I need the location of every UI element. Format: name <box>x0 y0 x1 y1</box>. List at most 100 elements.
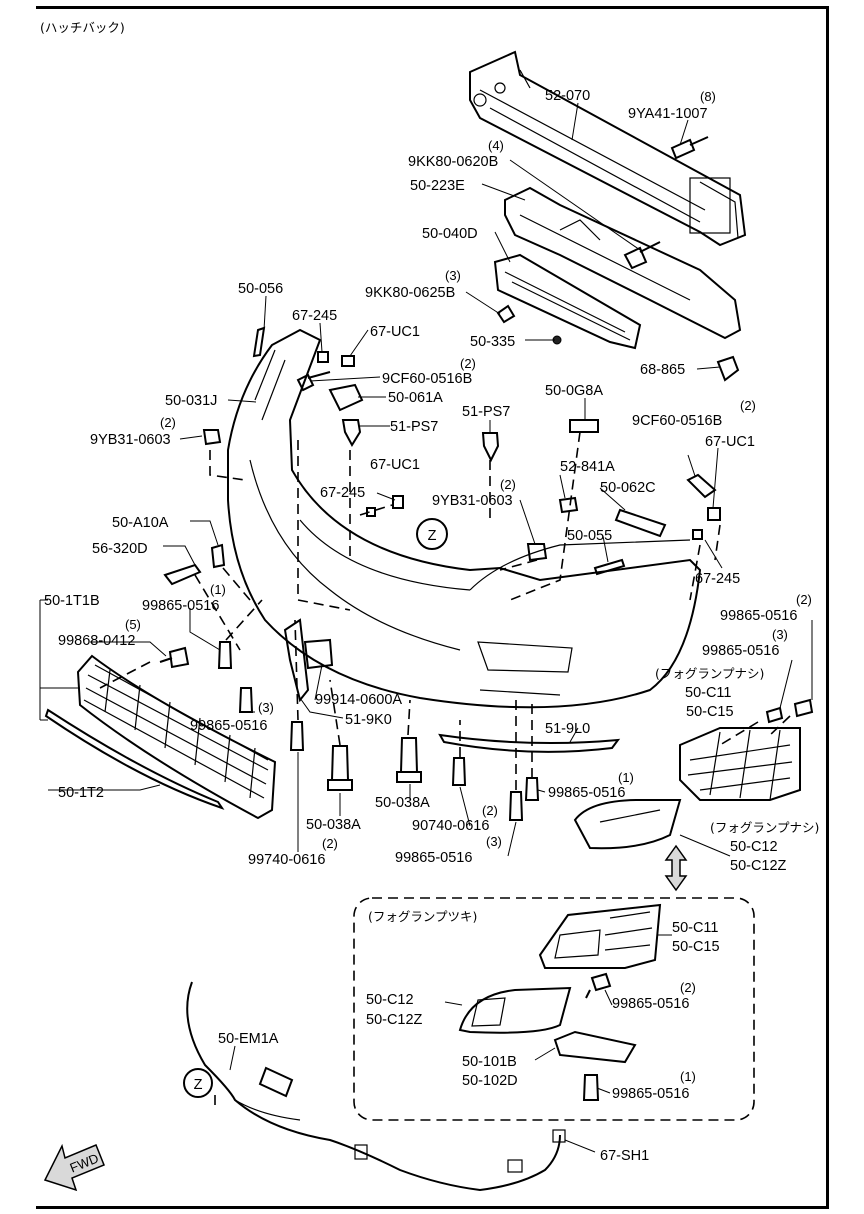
label-99865-g-qty: (2) <box>680 980 696 995</box>
bracket-50-061a-icon <box>328 383 364 412</box>
label-67-uc1-a: 67-UC1 <box>370 324 420 340</box>
label-50-c11-a: 50-C11 <box>685 685 731 701</box>
label-67-uc1-c: 67-UC1 <box>705 434 755 450</box>
clip-67-uc1-c-icon <box>707 507 721 521</box>
label-67-245-a: 67-245 <box>292 308 337 324</box>
bracket-50-101b-icon <box>553 1030 637 1064</box>
label-67-245-b: 67-245 <box>320 485 365 501</box>
fog-grille-50-c11-a <box>679 727 801 801</box>
label-50-c12-a: 50-C12 <box>730 839 778 855</box>
clip-67-245-c-icon <box>692 529 703 540</box>
label-99865-0516-g: 99865-0516 <box>612 996 689 1012</box>
label-99865-e-qty: (1) <box>618 770 634 785</box>
nut-9yb31-a-icon <box>202 429 222 446</box>
label-50-055: 50-055 <box>567 528 612 544</box>
label-90740-0616: 90740-0616 <box>412 818 489 834</box>
label-50-c12z-a: 50-C12Z <box>730 858 787 874</box>
label-51-ps7-b: 51-PS7 <box>462 404 510 420</box>
label-99865-0516-a: 99865-0516 <box>142 598 219 614</box>
label-99914-0600a: 99914-0600A <box>315 692 402 708</box>
label-50-038a-b: 50-038A <box>375 795 430 811</box>
label-67-245-c: 67-245 <box>695 571 740 587</box>
screw-99865-g-icon <box>585 972 612 999</box>
fwd-arrow-icon: FWD <box>43 1143 105 1192</box>
label-9yb31-a-qty: (2) <box>160 415 176 430</box>
label-50-335: 50-335 <box>470 334 515 350</box>
molding-50-1t2 <box>44 708 225 810</box>
label-50-a10a: 50-A10A <box>112 515 169 531</box>
label-9kk80-0625b: 9KK80-0625B <box>365 285 455 301</box>
label-9kk80-0620b-qty: (4) <box>488 138 504 153</box>
label-9yb31-0603-a: 9YB31-0603 <box>90 432 171 448</box>
label-99740-qty: (2) <box>322 836 338 851</box>
bumper-reinforcement-52-070 <box>469 50 747 247</box>
label-50-101b: 50-101B <box>462 1054 517 1070</box>
label-50-c15-b: 50-C15 <box>672 939 720 955</box>
label-52-841a: 52-841A <box>560 459 615 475</box>
label-67-uc1-b: 67-UC1 <box>370 457 420 473</box>
label-50-040d: 50-040D <box>422 226 478 242</box>
label-9cf60-0516b-a: 9CF60-0516B <box>382 371 472 387</box>
bumper-fascia-50-031j <box>227 328 702 709</box>
label-99865-c-qty: (3) <box>772 627 788 642</box>
label-99865-a-qty: (1) <box>210 582 226 597</box>
label-90740-qty: (2) <box>482 803 498 818</box>
label-9cf60-a-qty: (2) <box>460 356 476 371</box>
fog-grille-50-c11-b <box>538 903 662 969</box>
bolt-9ya41-1007-icon <box>670 136 709 160</box>
label-9yb31-0603-b: 9YB31-0603 <box>432 493 513 509</box>
screw-99865-e-icon <box>524 777 540 801</box>
strip-50-056 <box>252 326 266 358</box>
clip-51-ps7-a-icon <box>341 419 362 448</box>
nut-52-841a-icon <box>558 496 579 514</box>
label-99865-0516-e: 99865-0516 <box>548 785 625 801</box>
assembly-dash-lines <box>99 431 791 1110</box>
label-99868-qty: (5) <box>125 617 141 632</box>
diagram-title: (ハッチバック) <box>40 20 125 35</box>
label-9kk80-0625b-qty: (3) <box>445 268 461 283</box>
clip-50-038a-a-icon <box>327 745 353 791</box>
fog-lamp-equipped-box <box>353 897 755 1121</box>
label-99868-0412: 99868-0412 <box>58 633 135 649</box>
label-50-031j: 50-031J <box>165 393 217 409</box>
label-50-0g8a: 50-0G8A <box>545 383 603 399</box>
label-fog-nashi-a: (フォグランプナシ) <box>655 666 764 681</box>
label-50-1t2: 50-1T2 <box>58 785 104 801</box>
nut-9yb31-b-icon <box>526 543 548 562</box>
strip-50-055 <box>593 558 626 576</box>
label-50-c15-a: 50-C15 <box>686 704 734 720</box>
wiring-harness-67-sh1 <box>186 981 566 1192</box>
label-50-c12-b: 50-C12 <box>366 992 414 1008</box>
bracket-50-0g8a-icon <box>569 419 599 433</box>
frame-top-border <box>36 6 828 9</box>
label-68-865: 68-865 <box>640 362 685 378</box>
label-99865-0516-h: 99865-0516 <box>612 1086 689 1102</box>
frame-bottom-border <box>36 1206 828 1209</box>
screw-9kk80-0625b-icon <box>496 304 516 324</box>
label-tag-50-em1a <box>258 1066 294 1098</box>
label-50-em1a: 50-EM1A <box>218 1031 279 1047</box>
bracket-50-040d <box>493 253 642 350</box>
label-50-c11-b: 50-C11 <box>672 920 718 936</box>
leader-lines <box>39 102 813 1153</box>
clip-67-245-a-icon <box>317 351 329 363</box>
clip-99914-0600a-icon <box>303 638 334 670</box>
fog-bezel-50-c12-b <box>458 986 572 1034</box>
swap-arrow-icon <box>664 844 688 892</box>
clip-67-uc1-b-icon <box>392 495 404 509</box>
label-51-ps7-a: 51-PS7 <box>390 419 438 435</box>
label-99740-0616: 99740-0616 <box>248 852 325 868</box>
label-fog-tsuki: (フォグランプツキ) <box>368 909 477 924</box>
label-99865-0516-d: 99865-0516 <box>190 718 267 734</box>
screw-99865-h-icon <box>582 1074 600 1101</box>
clip-50-038a-b-icon <box>396 737 422 783</box>
label-51-9k0: 51-9K0 <box>345 712 392 728</box>
bracket-51-9k0-icon <box>283 618 310 703</box>
screw-99865-c-icon <box>765 706 784 724</box>
bolt-9kk80-0620b-icon <box>623 241 661 270</box>
clip-67-uc1-a-icon <box>341 355 355 367</box>
label-56-320d: 56-320D <box>92 541 148 557</box>
label-50-062c: 50-062C <box>600 480 656 496</box>
label-51-9l0: 51-9L0 <box>545 721 590 737</box>
absorber-50-223e <box>504 186 742 340</box>
